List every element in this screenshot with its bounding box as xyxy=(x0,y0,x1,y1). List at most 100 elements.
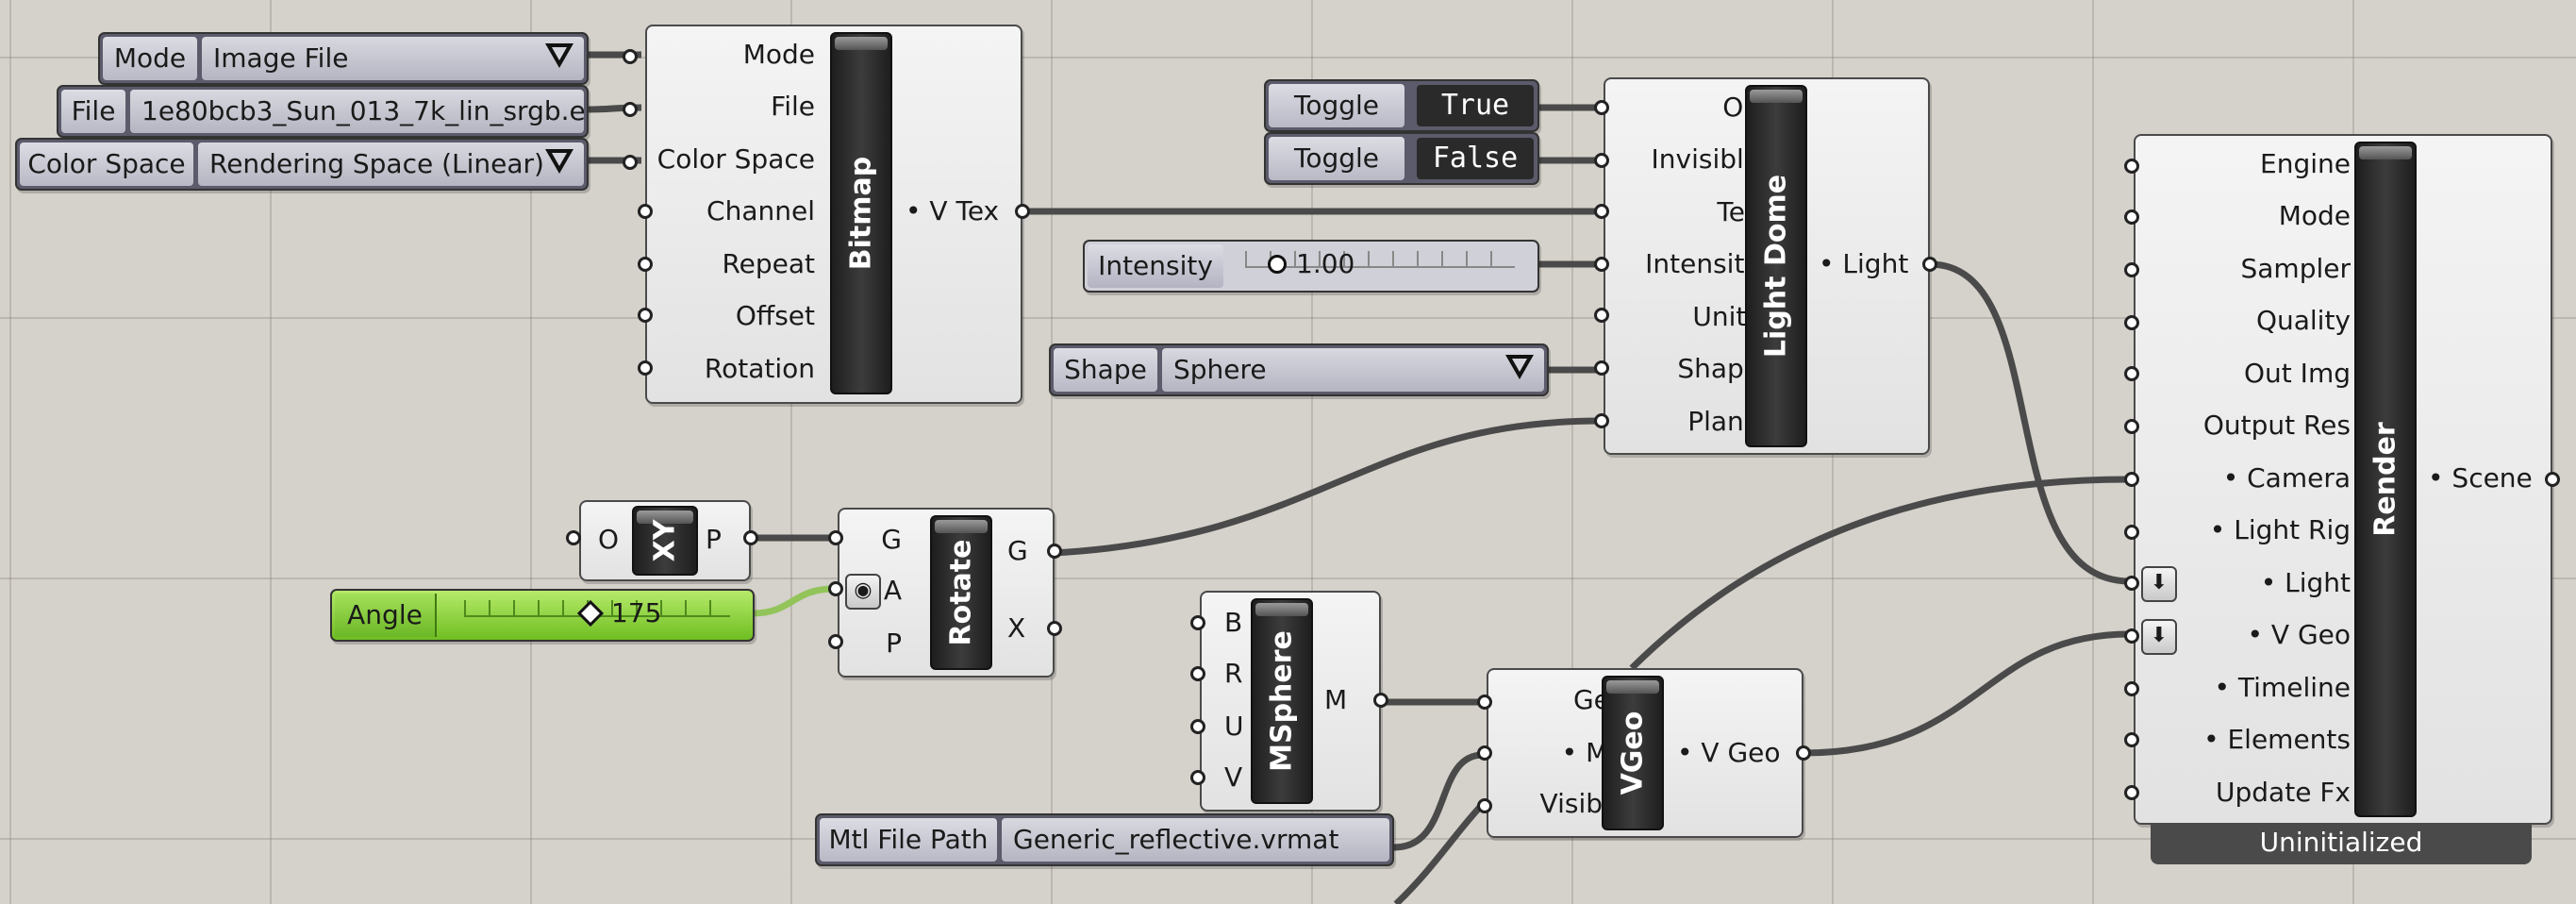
render-quality-port[interactable] xyxy=(2124,315,2139,330)
lightdome-title-bar[interactable]: Light Dome xyxy=(1745,85,1807,447)
msphere-u-port[interactable] xyxy=(1190,719,1205,734)
bitmap-rotation-port[interactable] xyxy=(638,360,653,376)
render-vgeo-port[interactable] xyxy=(2124,628,2139,644)
toggle-on[interactable]: Toggle True xyxy=(1264,79,1539,132)
render-input-output-res: Output Res xyxy=(2202,410,2351,441)
slider-knob-icon[interactable] xyxy=(1268,255,1287,274)
msphere-v-port[interactable] xyxy=(1190,770,1205,785)
bitmap-input-rotation: Rotation xyxy=(704,353,815,384)
lightdome-shape-port[interactable] xyxy=(1594,360,1609,376)
render-title-bar[interactable]: Render xyxy=(2354,142,2417,817)
render-scene-output-port[interactable] xyxy=(2545,472,2560,487)
bitmap-title-bar[interactable]: Bitmap xyxy=(830,32,892,394)
render-output-res-port[interactable] xyxy=(2124,419,2139,434)
render-sampler-port[interactable] xyxy=(2124,262,2139,277)
toggle-on-value[interactable]: True xyxy=(1417,85,1534,126)
toggle-invisible-value[interactable]: False xyxy=(1417,138,1534,179)
dropdown-arrow-icon[interactable] xyxy=(545,43,573,68)
angle-degrees-toggle-icon[interactable]: ◉ xyxy=(845,574,881,610)
lightdome-component[interactable]: On Invisible Tex Intensity Units Shape P… xyxy=(1604,77,1930,455)
vgeo-geo-port[interactable] xyxy=(1477,695,1492,710)
colorspace-value-list[interactable]: Color Space Rendering Space (Linear) xyxy=(15,138,589,191)
vgeo-visible-port[interactable] xyxy=(1477,798,1492,813)
render-mode-port[interactable] xyxy=(2124,209,2139,225)
dropdown-arrow-icon[interactable] xyxy=(545,149,573,174)
render-engine-port[interactable] xyxy=(2124,159,2139,174)
render-update-fx-port[interactable] xyxy=(2124,785,2139,800)
bitmap-offset-port[interactable] xyxy=(638,308,653,323)
render-output-scene: • Scene xyxy=(2428,462,2533,494)
msphere-m-output-port[interactable] xyxy=(1373,693,1388,708)
render-input-sampler: Sampler xyxy=(2240,253,2352,284)
intensity-slider-track[interactable] xyxy=(1245,251,1515,268)
bitmap-colorspace-input-port[interactable] xyxy=(623,155,638,170)
rotate-p-input-port[interactable] xyxy=(828,634,843,649)
shape-value-list[interactable]: Shape Sphere xyxy=(1049,343,1549,396)
msphere-b-port[interactable] xyxy=(1190,615,1205,630)
lightdome-light-output-port[interactable] xyxy=(1922,257,1937,272)
intensity-slider[interactable]: Intensity 1.00 xyxy=(1083,240,1539,293)
xy-title-bar[interactable]: XY xyxy=(632,506,698,576)
render-elements-port[interactable] xyxy=(2124,732,2139,747)
vgeo-mtl-port[interactable] xyxy=(1477,745,1492,761)
angle-label: Angle xyxy=(335,594,437,637)
file-panel[interactable]: File 1e80bcb3_Sun_013_7k_lin_srgb.exr xyxy=(57,85,589,138)
msphere-component[interactable]: B R U V MSphere M xyxy=(1200,591,1381,812)
vgeo-flatten-icon[interactable]: ⬇ xyxy=(2141,619,2177,655)
render-timeline-port[interactable] xyxy=(2124,681,2139,696)
file-value[interactable]: 1e80bcb3_Sun_013_7k_lin_srgb.exr xyxy=(130,90,584,133)
rotate-input-a: A xyxy=(883,575,902,606)
bitmap-file-input-port[interactable] xyxy=(623,102,638,117)
wire-angle-rotate xyxy=(752,585,835,617)
rotate-title-bar[interactable]: Rotate xyxy=(930,515,992,670)
bitmap-repeat-port[interactable] xyxy=(638,257,653,272)
xy-output-p: P xyxy=(706,524,722,555)
mode-value-list[interactable]: Mode Image File xyxy=(98,32,589,85)
mode-value[interactable]: Image File xyxy=(202,37,584,80)
angle-slider[interactable]: Angle 175 xyxy=(330,589,755,642)
toggle-invisible[interactable]: Toggle False xyxy=(1264,132,1539,185)
vgeo-title-bar[interactable]: VGeo xyxy=(1602,676,1664,830)
lightdome-on-port[interactable] xyxy=(1594,100,1609,115)
msphere-input-u: U xyxy=(1224,711,1244,742)
vgeo-component[interactable]: Geo • Mtl Visible VGeo • V Geo xyxy=(1487,668,1803,838)
dropdown-arrow-icon[interactable] xyxy=(1505,355,1534,379)
light-flatten-icon[interactable]: ⬇ xyxy=(2141,566,2177,602)
rotate-x-output-port[interactable] xyxy=(1047,621,1062,636)
mtl-file-path-label: Mtl File Path xyxy=(820,818,997,862)
lightdome-units-port[interactable] xyxy=(1594,308,1609,323)
xy-input-o: O xyxy=(598,524,620,555)
lightdome-intensity-port[interactable] xyxy=(1594,257,1609,272)
shape-value[interactable]: Sphere xyxy=(1162,348,1544,392)
lightdome-title: Light Dome xyxy=(1759,174,1793,359)
rotate-g-input-port[interactable] xyxy=(828,530,843,545)
msphere-r-port[interactable] xyxy=(1190,666,1205,681)
mtl-file-path-value[interactable]: Generic_reflective.vrmat xyxy=(1002,818,1389,862)
wire-rotate-plane xyxy=(1054,417,1601,557)
render-component[interactable]: Engine Mode Sampler Quality Out Img Outp… xyxy=(2134,134,2552,825)
msphere-title-bar[interactable]: MSphere xyxy=(1251,598,1313,804)
render-light-port[interactable] xyxy=(2124,576,2139,591)
render-camera-port[interactable] xyxy=(2124,472,2139,487)
vgeo-output-port[interactable] xyxy=(1796,745,1811,761)
rotate-component[interactable]: G A P ◉ Rotate G X xyxy=(838,508,1055,678)
bitmap-mode-input-port[interactable] xyxy=(623,49,638,64)
xy-p-output-port[interactable] xyxy=(743,530,758,545)
render-light-rig-port[interactable] xyxy=(2124,525,2139,540)
rotate-g-output-port[interactable] xyxy=(1047,544,1062,559)
rotate-a-input-port[interactable] xyxy=(828,581,843,596)
xy-plane-component[interactable]: O XY P xyxy=(579,500,751,581)
bitmap-channel-port[interactable] xyxy=(638,204,653,219)
render-out-img-port[interactable] xyxy=(2124,366,2139,381)
rotate-input-g: G xyxy=(881,524,902,555)
lightdome-tex-port[interactable] xyxy=(1594,204,1609,219)
bitmap-vtex-output-port[interactable] xyxy=(1015,204,1030,219)
lightdome-plane-port[interactable] xyxy=(1594,413,1609,428)
rotate-title: Rotate xyxy=(944,539,978,646)
xy-origin-port[interactable] xyxy=(566,530,581,545)
colorspace-value[interactable]: Rendering Space (Linear) xyxy=(198,142,584,186)
bitmap-component[interactable]: Mode File Color Space Channel Repeat Off… xyxy=(645,25,1022,404)
lightdome-invisible-port[interactable] xyxy=(1594,153,1609,168)
mtl-file-path-panel[interactable]: Mtl File Path Generic_reflective.vrmat xyxy=(815,813,1394,866)
